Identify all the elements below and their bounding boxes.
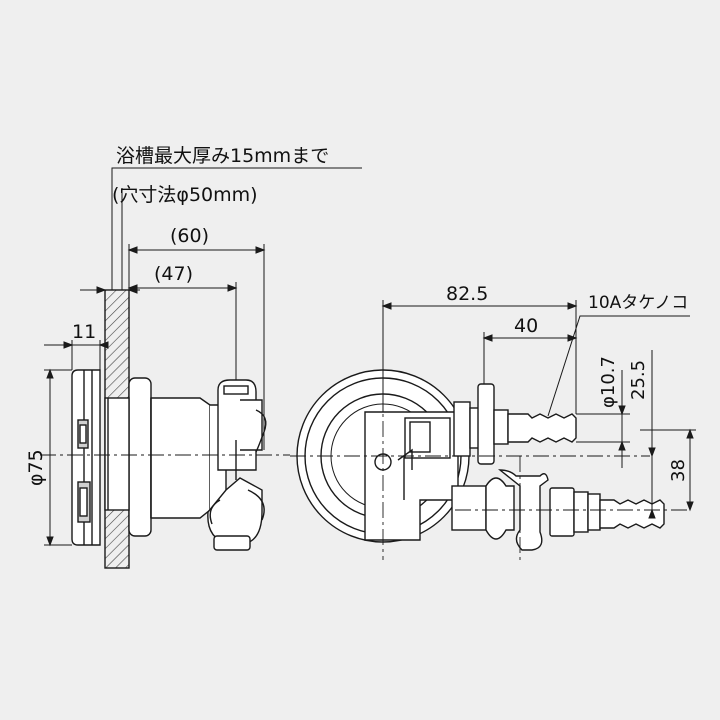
note-line1: 浴槽最大厚み15mmまで bbox=[116, 145, 329, 167]
barb-nozzle-bottom bbox=[599, 499, 665, 529]
side-dimensions bbox=[44, 167, 362, 547]
bottom-port bbox=[451, 485, 487, 531]
dim-60: (60) bbox=[170, 225, 209, 247]
dim-25-5: 25.5 bbox=[628, 360, 649, 400]
collar bbox=[128, 377, 152, 537]
detached-union bbox=[549, 487, 575, 537]
dim-38: 38 bbox=[668, 459, 689, 482]
dim-phi10-7: φ10.7 bbox=[598, 356, 619, 408]
side-view bbox=[40, 289, 290, 569]
top-port bbox=[453, 401, 471, 457]
front-dimensions bbox=[381, 300, 696, 519]
note-leader bbox=[111, 167, 362, 290]
dim-40: 40 bbox=[514, 315, 538, 337]
callout-leader bbox=[547, 315, 690, 417]
barb-nozzle-top bbox=[507, 413, 577, 443]
dim-phi75: φ75 bbox=[25, 449, 47, 486]
callout-10a-takenoko: 10Aタケノコ bbox=[588, 293, 688, 313]
dim-82-5: 82.5 bbox=[446, 283, 488, 305]
dim-47: (47) bbox=[154, 263, 193, 285]
note-line2: (穴寸法φ50mm) bbox=[112, 184, 258, 206]
dim-11: 11 bbox=[72, 321, 96, 343]
body bbox=[150, 397, 211, 519]
